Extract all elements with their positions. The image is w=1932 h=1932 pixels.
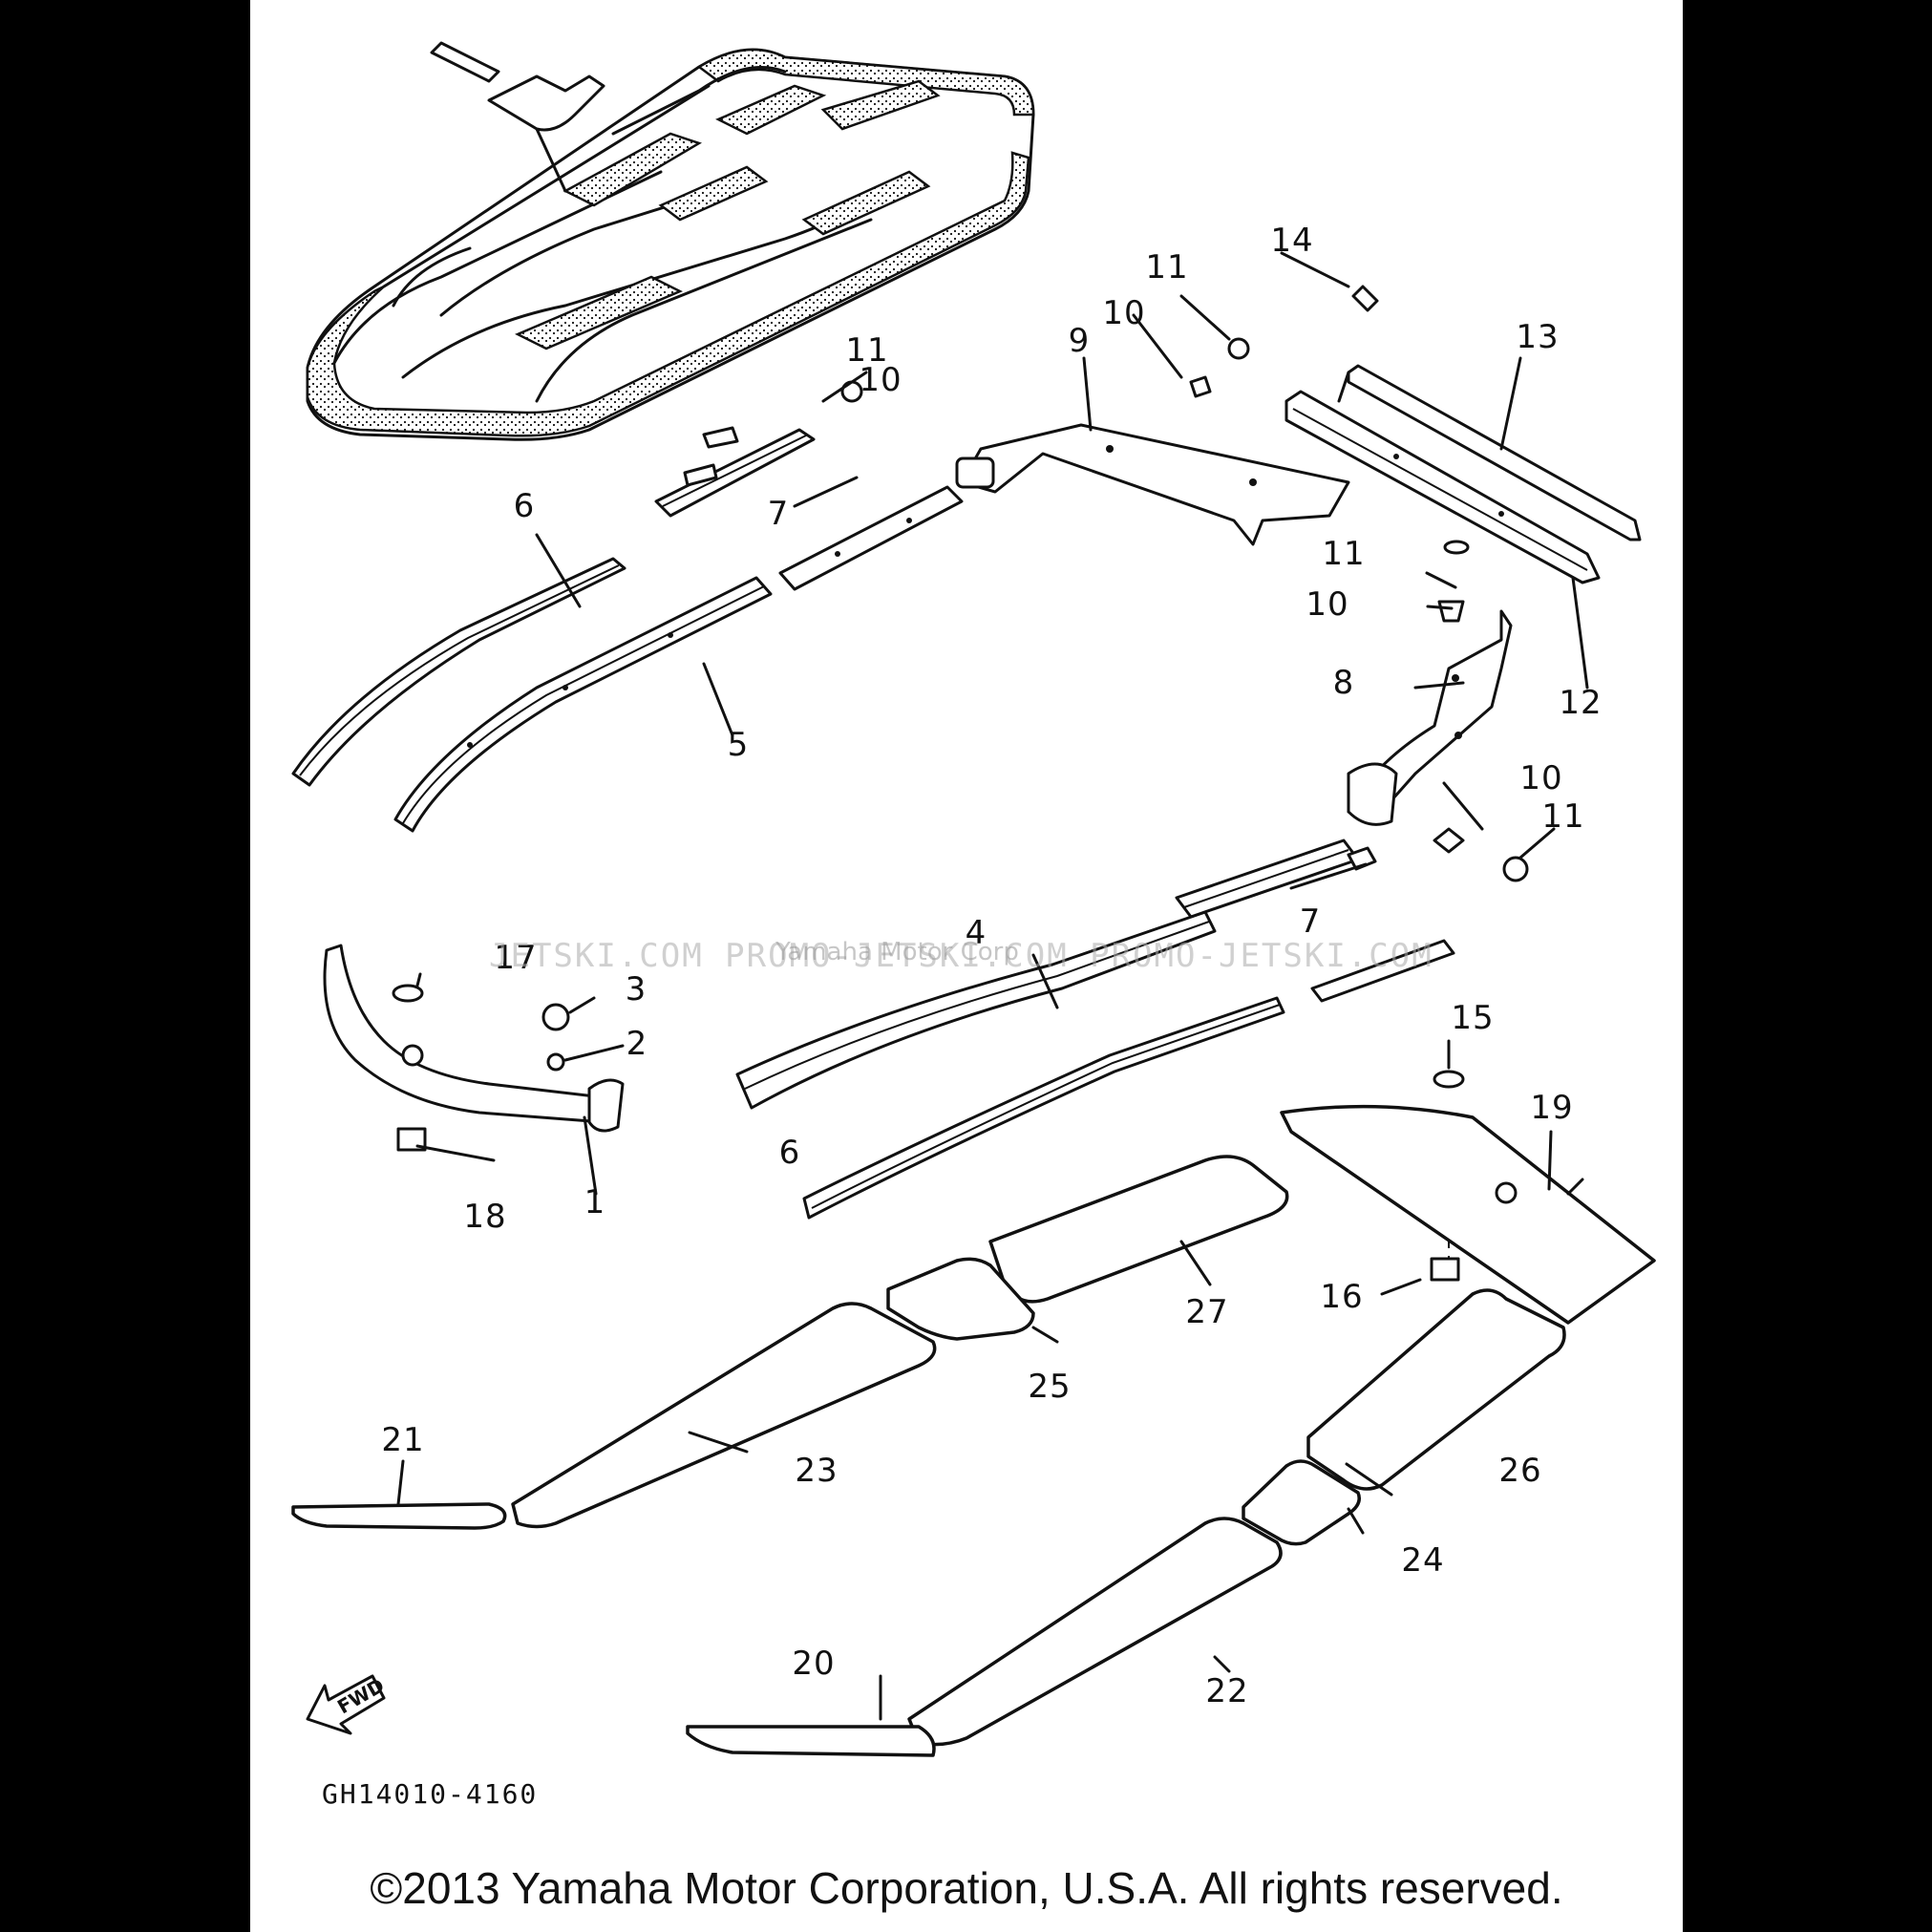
rail-part-6-lower bbox=[802, 996, 1285, 1220]
label-part-6-upper: 6 bbox=[514, 487, 536, 525]
label-part-24: 24 bbox=[1401, 1541, 1444, 1580]
label-part-10-c: 10 bbox=[1306, 585, 1348, 624]
label-part-10-a: 10 bbox=[859, 361, 902, 399]
label-part-7-upper: 7 bbox=[768, 495, 790, 533]
label-part-7-lower: 7 bbox=[1300, 902, 1322, 941]
label-part-6-lower: 6 bbox=[779, 1134, 801, 1172]
watercraft-illustration bbox=[306, 41, 1035, 441]
label-part-17: 17 bbox=[494, 939, 537, 977]
label-part-15: 15 bbox=[1451, 999, 1494, 1037]
label-part-11-b: 11 bbox=[1145, 248, 1188, 287]
label-part-21: 21 bbox=[381, 1421, 424, 1459]
mat-part-23 bbox=[511, 1302, 937, 1529]
parts-diagram-sheet: 6 5 7 4 7 8 9 10 10 10 10 11 11 11 11 12… bbox=[250, 0, 1683, 1932]
label-part-20: 20 bbox=[792, 1645, 835, 1683]
label-part-18: 18 bbox=[463, 1198, 506, 1236]
mat-part-24 bbox=[1242, 1459, 1361, 1546]
rail-part-4 bbox=[735, 910, 1217, 1110]
label-part-2: 2 bbox=[626, 1025, 648, 1063]
figure-code: GH14010-4160 bbox=[322, 1778, 538, 1810]
label-part-1: 1 bbox=[584, 1183, 606, 1221]
label-part-11-c: 11 bbox=[1322, 535, 1365, 573]
label-part-25: 25 bbox=[1028, 1368, 1071, 1406]
bumper-part-1 bbox=[323, 944, 625, 1133]
label-part-11-a: 11 bbox=[845, 331, 888, 370]
label-part-4: 4 bbox=[966, 914, 987, 952]
label-part-11-d: 11 bbox=[1541, 797, 1584, 836]
leader-lines bbox=[396, 251, 1589, 1721]
mat-part-22 bbox=[907, 1517, 1283, 1747]
exploded-parts-diagram: 6 5 7 4 7 8 9 10 10 10 10 11 11 11 11 12… bbox=[291, 41, 1656, 1810]
label-part-16: 16 bbox=[1320, 1278, 1363, 1316]
rail-segment-lower-a bbox=[1175, 839, 1360, 919]
label-part-14: 14 bbox=[1270, 222, 1313, 260]
rail-segment-upper-short bbox=[654, 428, 816, 518]
rail-part-12 bbox=[1284, 390, 1601, 584]
watermark-text: JETSKI.COM PROMO-JETSKI.COM PROMO-JETSKI… bbox=[489, 937, 1433, 975]
label-part-13: 13 bbox=[1516, 318, 1559, 356]
mat-part-21 bbox=[291, 1502, 507, 1530]
mat-part-20 bbox=[686, 1725, 936, 1757]
label-part-9: 9 bbox=[1069, 322, 1091, 360]
label-part-22: 22 bbox=[1205, 1672, 1248, 1710]
label-part-19: 19 bbox=[1530, 1089, 1573, 1127]
rail-part-5 bbox=[393, 576, 773, 833]
label-part-23: 23 bbox=[795, 1452, 838, 1490]
label-part-12: 12 bbox=[1559, 684, 1602, 722]
label-part-10-d: 10 bbox=[1519, 759, 1562, 797]
copyright-notice: ©2013 Yamaha Motor Corporation, U.S.A. A… bbox=[370, 1863, 1563, 1913]
part-number-labels: 6 5 7 4 7 8 9 10 10 10 10 11 11 11 11 12… bbox=[381, 222, 1602, 1710]
label-part-5: 5 bbox=[728, 726, 750, 764]
rail-part-6-upper bbox=[291, 557, 626, 787]
mat-part-19 bbox=[1280, 1104, 1656, 1325]
watermark-overlay-text: Yamaha Motor Corp bbox=[775, 938, 1019, 966]
bracket-part-8 bbox=[1347, 609, 1513, 826]
rail-part-13 bbox=[1347, 364, 1642, 541]
rail-segment-lower-b bbox=[1310, 939, 1455, 1003]
label-part-26: 26 bbox=[1498, 1452, 1541, 1490]
rail-segment-upper-mid bbox=[778, 485, 964, 591]
label-part-27: 27 bbox=[1185, 1293, 1228, 1331]
rail-part-9 bbox=[955, 423, 1350, 546]
label-part-8: 8 bbox=[1333, 664, 1355, 702]
label-part-10-b: 10 bbox=[1102, 294, 1145, 332]
mat-part-27 bbox=[988, 1155, 1289, 1304]
label-part-3: 3 bbox=[626, 970, 648, 1008]
mat-part-26 bbox=[1306, 1288, 1566, 1491]
fwd-arrow-icon: FWD bbox=[306, 1673, 388, 1735]
mat-part-25 bbox=[886, 1257, 1035, 1341]
